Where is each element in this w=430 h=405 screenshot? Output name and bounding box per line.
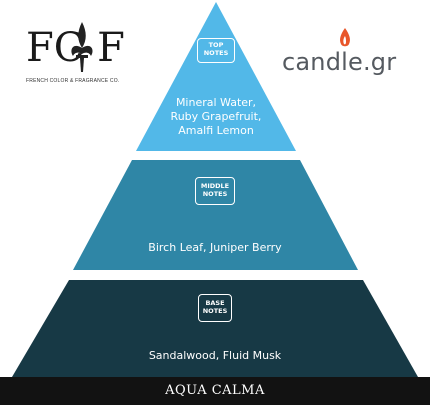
middle-notes-text: Birch Leaf, Juniper Berry: [148, 241, 282, 254]
middle-notes-tier: [73, 160, 358, 270]
middle-notes-badge: MIDDLE NOTES: [195, 177, 235, 205]
top-notes-tier: [136, 2, 296, 151]
base-notes-text: Sandalwood, Fluid Musk: [148, 349, 282, 362]
fcf-logo: FC F FRENCH COLOR & FRAGRANCE CO.: [26, 22, 138, 90]
fcf-logo-subtitle: FRENCH COLOR & FRAGRANCE CO.: [26, 78, 120, 84]
base-notes-tier: [12, 280, 418, 377]
candle-gr-logo: candle.gr: [282, 48, 397, 76]
product-name: AQUA CALMA: [165, 383, 265, 398]
fleur-de-lis-icon: [71, 22, 93, 72]
product-name-bar: [0, 377, 430, 405]
base-notes-badge: BASE NOTES: [198, 294, 232, 322]
flame-icon: [340, 28, 350, 47]
top-notes-text: Mineral Water, Ruby Grapefruit, Amalfi L…: [170, 96, 262, 137]
top-notes-badge: TOP NOTES: [197, 38, 235, 63]
